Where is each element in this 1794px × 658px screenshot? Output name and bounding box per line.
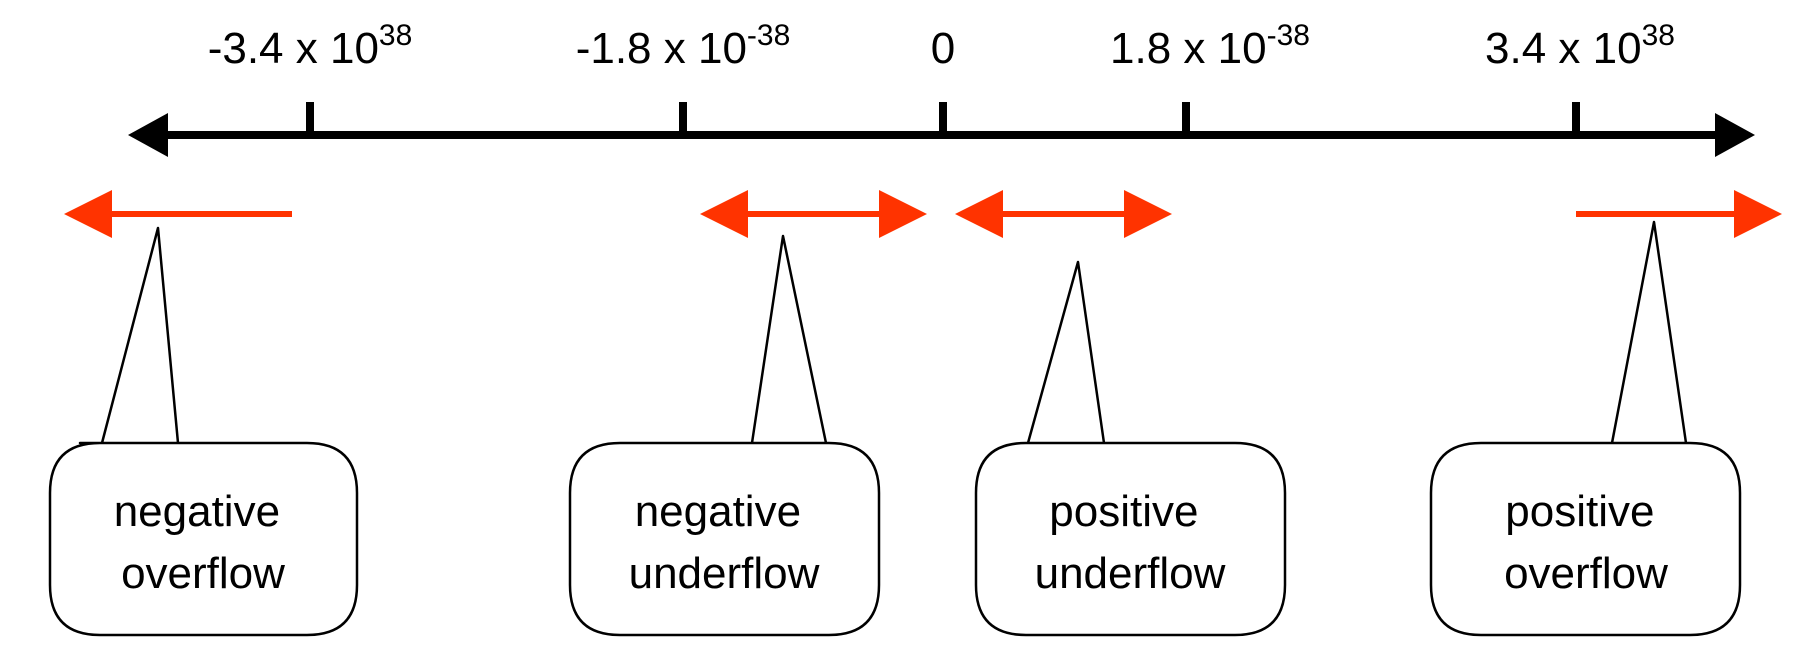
callout-line1: positive xyxy=(1049,487,1198,536)
callout-positive-overflow: positive overflow xyxy=(1429,220,1742,637)
callout-line1: negative xyxy=(635,487,801,536)
callout-line2: overflow xyxy=(1504,549,1668,598)
callout-negative-underflow: negative underflow xyxy=(568,234,881,637)
svg-text:positive underflow: positive underflow xyxy=(1035,487,1226,598)
callout-line1: positive xyxy=(1505,487,1654,536)
number-line-axis xyxy=(128,113,1755,157)
callout-line2: overflow xyxy=(121,549,285,598)
tick-label: 1.8 x 10-38 xyxy=(1110,19,1310,73)
callout-line2: underflow xyxy=(1035,549,1226,598)
axis-right-arrowhead xyxy=(1715,113,1755,157)
tick-label: -3.4 x 1038 xyxy=(208,19,413,73)
axis-left-arrowhead xyxy=(128,113,168,157)
tick-label: 0 xyxy=(931,24,955,73)
callout-negative-overflow: negative overflow xyxy=(48,226,359,637)
svg-text:negative underflow: negative underflow xyxy=(629,487,820,598)
tick-label: -1.8 x 10-38 xyxy=(576,19,791,73)
callout-line1: negative xyxy=(114,487,280,536)
callout-line2: underflow xyxy=(629,549,820,598)
axis-ticks xyxy=(306,102,1580,131)
tick-labels: -3.4 x 1038 -1.8 x 10-38 0 1.8 x 10-38 3… xyxy=(208,19,1675,73)
callout-positive-underflow: positive underflow xyxy=(974,260,1287,637)
svg-text:positive overflow: positive overflow xyxy=(1504,487,1668,598)
svg-text:negative overflow: negative overflow xyxy=(114,487,293,598)
tick-label: 3.4 x 1038 xyxy=(1485,19,1675,73)
